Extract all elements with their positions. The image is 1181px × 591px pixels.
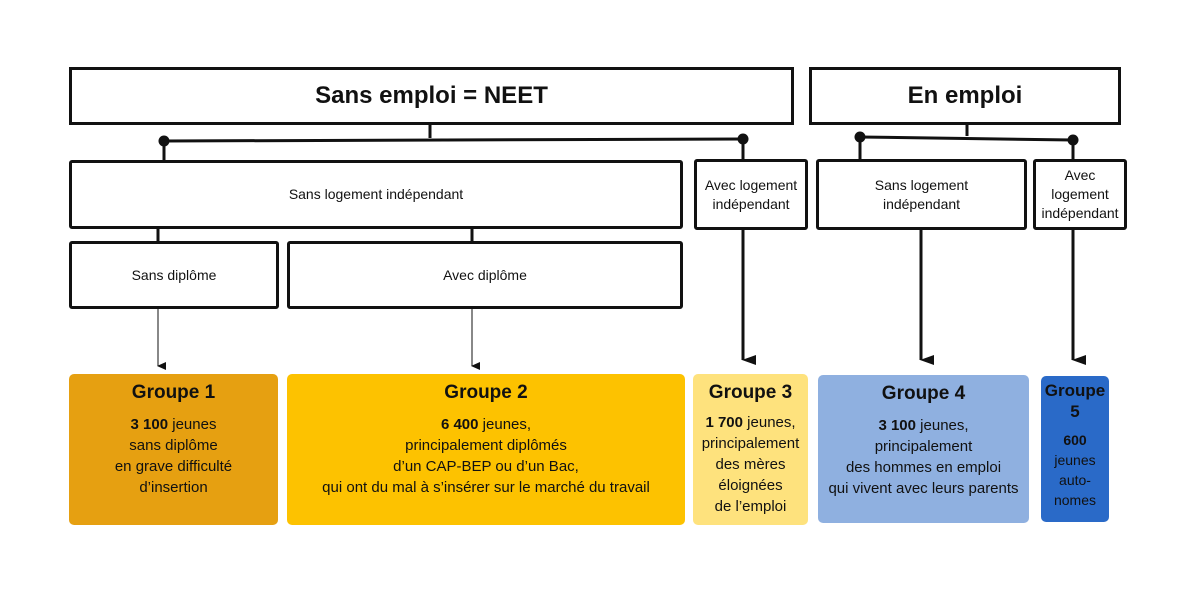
group-3-card: Groupe 3 1 700 jeunes, principalement de… [693, 374, 808, 525]
group-3-title: Groupe 3 [708, 382, 793, 403]
group-4-card: Groupe 4 3 100 jeunes, principalement de… [818, 375, 1029, 523]
with-diploma-box: Avec diplôme [287, 241, 683, 309]
with-diploma-label: Avec diplôme [443, 266, 527, 283]
emp-with-housing-label: Avec logement indépendant [1041, 167, 1119, 221]
group-1-description: 3 100 jeunes sans diplôme en grave diffi… [114, 416, 233, 496]
emp-with-housing-box: Avec logement indépendant [1033, 159, 1127, 230]
group-4-title: Groupe 4 [881, 383, 966, 404]
emp-no-housing-label: Sans logement indépendant [874, 176, 969, 212]
emp-no-housing-box: Sans logement indépendant [816, 159, 1027, 230]
neet-with-housing-box: Avec logement indépendant [694, 159, 808, 230]
neet-no-housing-box: Sans logement indépendant [69, 160, 683, 229]
neet-header: Sans emploi = NEET [69, 67, 794, 125]
group-2-card: Groupe 2 6 400 jeunes, principalement di… [287, 374, 685, 525]
group-4-description: 3 100 jeunes, principalement des hommes … [828, 417, 1019, 497]
employed-header: En emploi [809, 67, 1121, 125]
group-2-title: Groupe 2 [444, 382, 528, 403]
neet-no-housing-label: Sans logement indépendant [288, 186, 464, 202]
group-1-card: Groupe 1 3 100 jeunes sans diplôme en gr… [69, 374, 278, 525]
neet-header-label: Sans emploi = NEET [315, 82, 548, 109]
employed-header-label: En emploi [907, 82, 1023, 109]
no-diploma-label: Sans diplôme [131, 266, 217, 283]
group-1-title: Groupe 1 [131, 382, 216, 403]
group-3-description: 1 700 jeunes, principalement des mères é… [701, 414, 800, 515]
neet-with-housing-label: Avec logement indépendant [704, 176, 798, 212]
group-2-description: 6 400 jeunes, principalement diplômés d’… [322, 416, 650, 496]
group-5-description: 600 jeunes auto- nomes [1053, 432, 1097, 508]
group-5-card: Groupe 5 600 jeunes auto- nomes [1041, 376, 1109, 522]
no-diploma-box: Sans diplôme [69, 241, 279, 309]
group-5-title: Groupe 5 [1044, 381, 1106, 421]
